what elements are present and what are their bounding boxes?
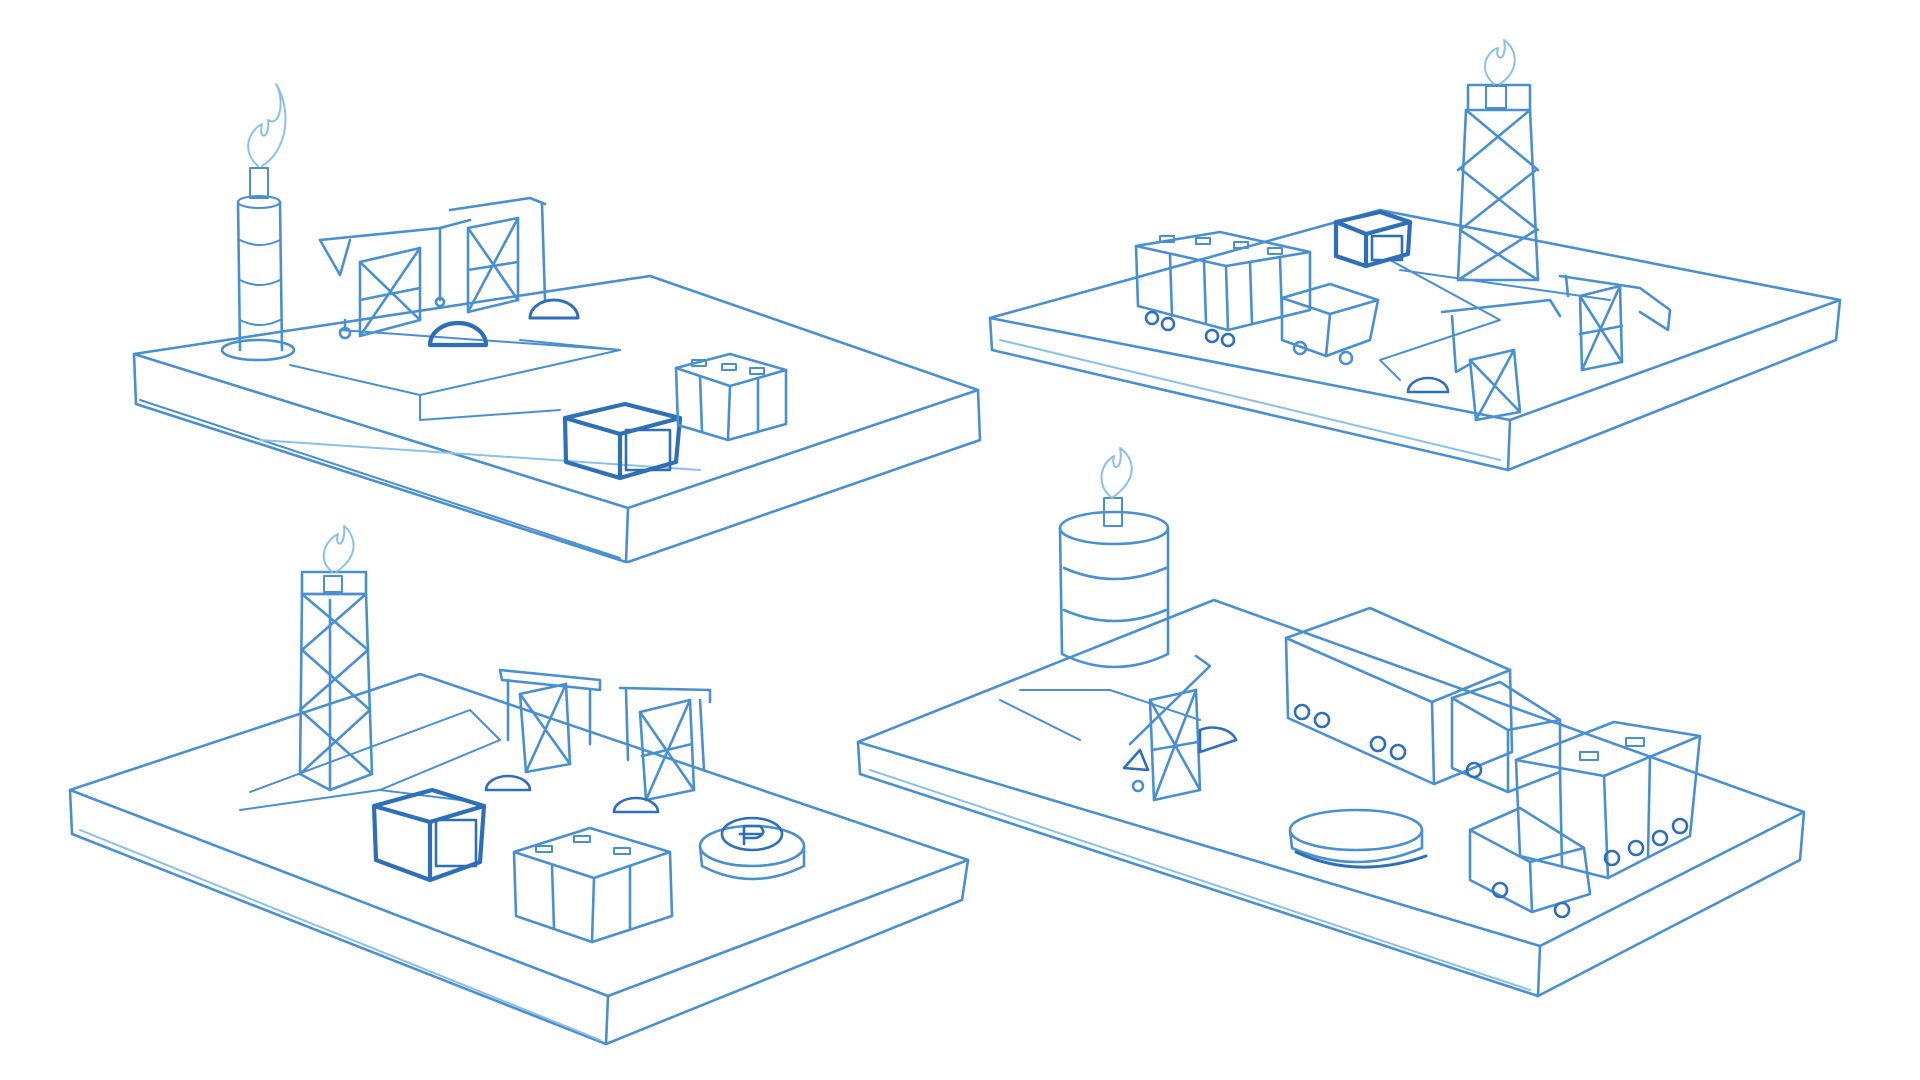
pump-jack-icon <box>1558 274 1672 372</box>
tanker-truck-icon <box>1134 230 1380 366</box>
storage-tanks-icon <box>512 826 674 944</box>
pump-jack-icon <box>484 668 602 792</box>
tanker-truck-icon <box>1468 720 1702 919</box>
storage-tanks-icon <box>674 352 788 442</box>
pipeline <box>1379 259 1611 381</box>
pump-jack-icon <box>448 196 580 320</box>
platform-top-right <box>988 39 1842 472</box>
storage-pad-icon <box>1288 808 1428 869</box>
derrick-flare-icon <box>298 525 374 792</box>
box-truck-icon <box>1284 606 1562 794</box>
container-icon <box>371 787 487 883</box>
pump-jack-icon <box>318 218 489 348</box>
pipeline <box>999 689 1201 741</box>
pump-jack-icon <box>1406 298 1562 422</box>
platform-slab <box>856 598 1806 998</box>
platform-top-left <box>132 83 982 564</box>
platform-slab <box>132 274 982 564</box>
pipeline <box>239 709 501 811</box>
coin-icon <box>698 816 806 881</box>
derrick-flare-icon <box>1456 39 1540 282</box>
flare-tank-icon <box>1058 447 1170 669</box>
pump-jack-icon <box>612 686 712 814</box>
pump-jack-icon <box>1122 654 1238 802</box>
platform-slab <box>988 208 1842 472</box>
flare-stack-icon <box>220 83 296 362</box>
pipeline <box>289 329 621 421</box>
platform-bottom-left <box>68 525 970 1046</box>
platform-slab <box>68 672 970 1046</box>
container-icon <box>1333 209 1413 269</box>
platform-bottom-right <box>856 447 1806 998</box>
container-icon <box>562 401 683 481</box>
